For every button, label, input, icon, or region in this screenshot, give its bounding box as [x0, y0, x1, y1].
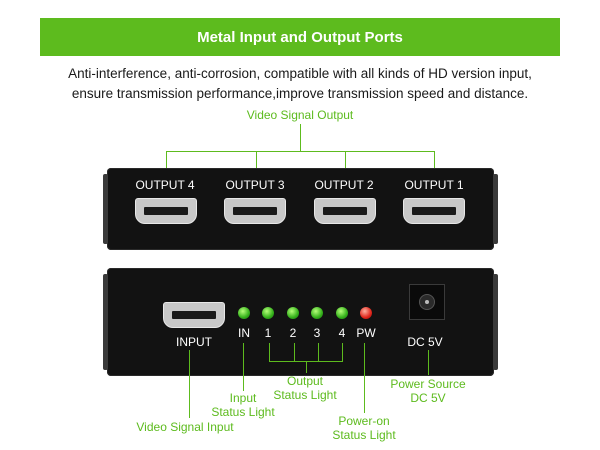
callout-line — [243, 343, 244, 391]
callout-line — [428, 350, 429, 375]
led-label-pw: PW — [356, 326, 376, 340]
callout-line — [345, 151, 346, 171]
led-3 — [311, 307, 323, 319]
output-3-label: OUTPUT 3 — [225, 178, 285, 192]
splitter-output-panel: OUTPUT 4 OUTPUT 3 OUTPUT 2 OUTPUT 1 — [103, 168, 498, 250]
description-line-1: Anti-interference, anti-corrosion, compa… — [68, 66, 532, 81]
led-label-3: 3 — [313, 326, 321, 340]
callout-line — [342, 343, 343, 361]
callout-line — [364, 343, 365, 413]
callout-line — [294, 343, 295, 361]
power-source-callout-line1: Power Source — [390, 377, 466, 391]
title-banner: Metal Input and Output Ports — [40, 18, 560, 56]
led-label-in: IN — [238, 326, 250, 340]
hdmi-input-port — [163, 302, 225, 328]
hdmi-output-4-port — [135, 198, 197, 224]
video-signal-input-callout: Video Signal Input — [136, 420, 234, 434]
led-label-4: 4 — [338, 326, 346, 340]
end-cap — [493, 274, 498, 370]
end-cap — [103, 174, 108, 244]
input-status-callout-line2: Status Light — [211, 405, 275, 419]
dc-5v-label: DC 5V — [407, 335, 443, 349]
power-source-callout-line2: DC 5V — [410, 391, 446, 405]
callout-line — [318, 343, 319, 361]
led-1 — [262, 307, 274, 319]
description-line-2: ensure transmission performance,improve … — [71, 86, 529, 101]
power-on-callout-line1: Power-on — [338, 414, 390, 428]
input-status-callout-line1: Input — [229, 391, 257, 405]
hdmi-output-1-port — [403, 198, 465, 224]
callout-line — [434, 151, 435, 171]
end-cap — [493, 174, 498, 244]
input-label: INPUT — [176, 335, 212, 349]
callout-line — [306, 361, 307, 373]
led-in — [238, 307, 250, 319]
led-label-2: 2 — [289, 326, 297, 340]
callout-line — [269, 343, 270, 361]
led-2 — [287, 307, 299, 319]
dc-power-jack — [409, 284, 445, 320]
video-signal-output-callout: Video Signal Output — [246, 108, 354, 122]
callout-line — [166, 151, 435, 152]
output-status-callout-line1: Output — [286, 374, 324, 388]
led-label-1: 1 — [264, 326, 272, 340]
output-2-label: OUTPUT 2 — [314, 178, 374, 192]
output-1-label: OUTPUT 1 — [404, 178, 464, 192]
power-on-callout-line2: Status Light — [332, 428, 396, 442]
banner-title: Metal Input and Output Ports — [197, 28, 403, 46]
splitter-input-panel: INPUT IN 1 2 3 4 PW DC 5V — [103, 268, 498, 376]
output-status-callout-line2: Status Light — [273, 388, 337, 402]
callout-line — [189, 350, 190, 418]
led-4 — [336, 307, 348, 319]
hdmi-output-2-port — [314, 198, 376, 224]
callout-line — [166, 151, 167, 171]
callout-line — [256, 151, 257, 171]
output-4-label: OUTPUT 4 — [135, 178, 195, 192]
led-pw — [360, 307, 372, 319]
hdmi-output-3-port — [224, 198, 286, 224]
end-cap — [103, 274, 108, 370]
callout-line — [300, 124, 301, 151]
